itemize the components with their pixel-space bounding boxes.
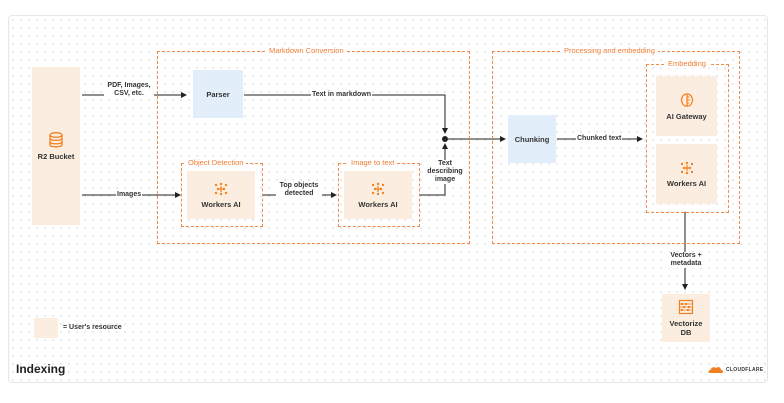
workers-ai-embedding-node: Workers AI: [656, 144, 717, 204]
ai-gateway-node: AI Gateway: [656, 76, 717, 136]
workers-ai-icon: [680, 161, 693, 174]
edge-label-vectors: Vectors + metadata: [663, 252, 709, 268]
embedding-title: Embedding: [665, 59, 709, 68]
workers-ai-image-to-text-node: Workers AI: [344, 171, 412, 219]
workers-ai-label: Workers AI: [201, 199, 241, 209]
legend-swatch: [34, 318, 58, 338]
chunking-node: Chunking: [508, 115, 556, 163]
edge-label-chunked-text: Chunked text: [576, 135, 623, 143]
parser-node: Parser: [193, 70, 243, 118]
r2-bucket-node: R2 Bucket: [32, 67, 80, 225]
database-icon: [49, 131, 63, 147]
markdown-conversion-title: Markdown Conversion: [266, 46, 347, 55]
object-detection-title: Object Detection: [185, 158, 247, 167]
edge-label-top-objects: Top objects detected: [276, 182, 322, 198]
ai-gateway-label: AI Gateway: [666, 111, 707, 121]
vectorize-db-node: Vectorize DB: [662, 294, 710, 342]
cloudflare-logo: CLOUDFLARE: [708, 366, 763, 374]
workers-ai-object-detection-node: Workers AI: [187, 171, 255, 219]
edge-label-pdf: PDF, Images, CSV, etc.: [104, 82, 154, 98]
edge-label-images: Images: [116, 191, 143, 199]
edge-label-text-describing: Text describing image: [422, 160, 468, 184]
workers-ai-icon: [371, 182, 385, 195]
processing-title: Processing and embedding: [561, 46, 658, 55]
brain-icon: [680, 92, 693, 107]
abacus-icon: [678, 299, 694, 315]
legend-label: = User's resource: [63, 324, 122, 331]
cloud-logo: [708, 367, 724, 373]
diagram-title: Indexing: [16, 362, 66, 376]
workers-ai-label: Workers AI: [358, 199, 398, 209]
vectorize-db-label: Vectorize DB: [669, 319, 703, 337]
r2-bucket-label: R2 Bucket: [37, 151, 75, 161]
workers-ai-icon: [214, 182, 228, 195]
edge-label-text-markdown: Text in markdown: [311, 91, 372, 99]
image-to-text-title: Image to text: [348, 158, 398, 167]
brand-text: CLOUDFLARE: [726, 367, 764, 373]
workers-ai-label: Workers AI: [666, 178, 707, 188]
chunking-label: Chunking: [514, 134, 550, 144]
parser-label: Parser: [206, 89, 230, 99]
